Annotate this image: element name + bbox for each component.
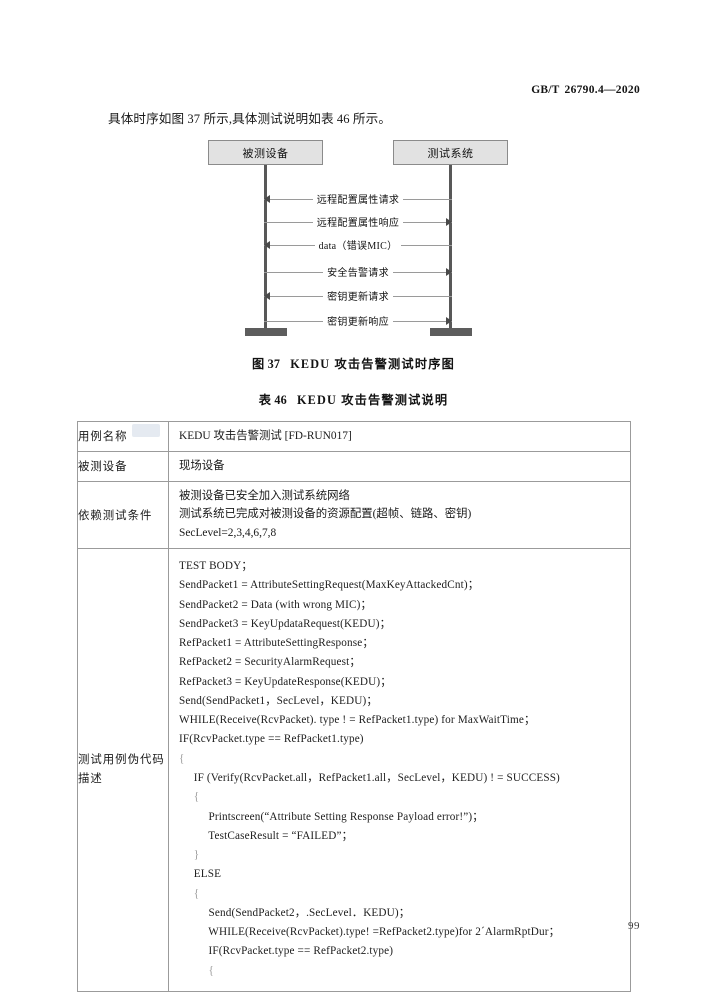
message-label-4: 安全告警请求 <box>323 268 393 279</box>
message-row-3: data（错误MIC） <box>264 237 452 252</box>
message-row-1: 远程配置属性请求 <box>264 191 452 206</box>
standard-header: GB/T 26790.4—2020 <box>531 84 640 96</box>
standard-number: 26790.4—2020 <box>564 84 640 96</box>
message-row-2: 远程配置属性响应 <box>264 214 452 229</box>
code-line: RefPacket2 = SecurityAlarmRequest； <box>179 656 361 669</box>
message-label-wrap: 远程配置属性响应 <box>264 214 452 229</box>
value-line: 被测设备已安全加入测试系统网络 <box>179 489 350 502</box>
test-case-table: 用例名称 KEDU 攻击告警测试 [FD-RUN017] 被测设备 现场设备 依… <box>77 421 631 992</box>
participant-box-tester: 测试系统 <box>393 140 508 165</box>
cell-content: 被测设备已安全加入测试系统网络 测试系统已完成对被测设备的资源配置(超帧、链路、… <box>169 482 630 548</box>
label-line: 测试用例伪代码 <box>78 753 165 766</box>
code-line: TestCaseResult = “FAILED”； <box>179 829 353 842</box>
code-line: Send(SendPacket1，SecLevel，KEDU)； <box>179 694 378 707</box>
standard-prefix: GB/T <box>531 84 560 96</box>
value-line: SecLevel=2,3,4,6,7,8 <box>179 527 277 540</box>
page-number: 99 <box>628 920 640 932</box>
arrowhead-right-icon <box>446 218 452 226</box>
code-line: IF(RcvPacket.type == RefPacket1.type) <box>179 733 364 746</box>
arrowhead-left-icon <box>264 241 270 249</box>
table-number: 表 46 <box>258 393 287 407</box>
code-line: SendPacket1 = AttributeSettingRequest(Ma… <box>179 579 480 592</box>
message-label-wrap: 密钥更新请求 <box>264 288 452 303</box>
code-line: RefPacket1 = AttributeSettingResponse； <box>179 637 374 650</box>
row-value-preconditions: 被测设备已安全加入测试系统网络 测试系统已完成对被测设备的资源配置(超帧、链路、… <box>168 480 631 550</box>
row-value-pseudocode: TEST BODY； SendPacket1 = AttributeSettin… <box>168 548 631 992</box>
row-label-preconditions: 依赖测试条件 <box>77 480 169 550</box>
code-line: IF(RcvPacket.type == RefPacket2.type) <box>179 945 394 958</box>
code-line: WHILE(Receive(RcvPacket).type! =RefPacke… <box>179 926 560 939</box>
sequence-diagram: 被测设备 测试系统 远程配置属性请求 远程配置属性响应 data（错误MIC） … <box>0 140 707 340</box>
row-value-dut: 现场设备 <box>168 450 631 482</box>
code-line: RefPacket3 = KeyUpdateResponse(KEDU)； <box>179 675 392 688</box>
message-label-wrap: 密钥更新响应 <box>264 313 452 328</box>
row-label-dut: 被测设备 <box>77 450 169 482</box>
row-label-case-name: 用例名称 <box>77 421 169 452</box>
value-line: KEDU 攻击告警测试 [FD-RUN017] <box>179 430 352 442</box>
code-line: Send(SendPacket2，.SecLevel．KEDU)； <box>179 906 411 919</box>
message-label-wrap: data（错误MIC） <box>264 237 452 252</box>
cell-content: KEDU 攻击告警测试 [FD-RUN017] <box>169 422 630 451</box>
message-label-3: data（错误MIC） <box>314 241 402 252</box>
label-line: 描述 <box>78 772 103 785</box>
code-line: { <box>179 887 200 900</box>
row-label-pseudocode: 测试用例伪代码 描述 <box>77 548 169 992</box>
message-row-6: 密钥更新响应 <box>264 313 452 328</box>
lifeline-terminator-dut <box>245 328 287 336</box>
value-line: 现场设备 <box>179 459 225 472</box>
message-label-5: 密钥更新请求 <box>323 292 393 303</box>
value-line: 测试系统已完成对被测设备的资源配置(超帧、链路、密钥) <box>179 508 472 521</box>
code-line: Printscreen(“Attribute Setting Response … <box>179 810 484 823</box>
message-label-6: 密钥更新响应 <box>323 317 393 328</box>
table-row: 被测设备 现场设备 <box>77 450 631 482</box>
message-label-1: 远程配置属性请求 <box>312 195 404 206</box>
lifeline-terminator-tester <box>430 328 472 336</box>
participant-label-tester: 测试系统 <box>427 147 474 160</box>
code-line: { <box>179 964 214 977</box>
row-value-case-name: KEDU 攻击告警测试 [FD-RUN017] <box>168 421 631 452</box>
message-row-5: 密钥更新请求 <box>264 288 452 303</box>
table-caption: 表 46 KEDU 攻击告警测试说明 <box>0 390 707 408</box>
table-row-pseudocode: 测试用例伪代码 描述 TEST BODY； SendPacket1 = Attr… <box>77 548 631 992</box>
code-line: TEST BODY； <box>179 560 253 573</box>
table-row: 依赖测试条件 被测设备已安全加入测试系统网络 测试系统已完成对被测设备的资源配置… <box>77 480 631 550</box>
figure-title: KEDU 攻击告警测试时序图 <box>290 357 455 371</box>
participant-box-dut: 被测设备 <box>208 140 323 165</box>
code-line: { <box>179 752 185 765</box>
lifeline-tester <box>449 165 452 331</box>
message-label-wrap: 远程配置属性请求 <box>264 191 452 206</box>
pseudocode-block: TEST BODY； SendPacket1 = AttributeSettin… <box>169 549 630 991</box>
figure-number: 图 37 <box>252 357 281 371</box>
cell-content: 现场设备 <box>169 452 630 481</box>
table-title: KEDU 攻击告警测试说明 <box>296 393 449 407</box>
intro-paragraph: 具体时序如图 37 所示,具体测试说明如表 46 所示。 <box>108 112 392 126</box>
code-line: { <box>179 791 200 804</box>
code-line: ELSE <box>179 868 222 881</box>
arrowhead-right-icon <box>446 268 452 276</box>
message-label-wrap: 安全告警请求 <box>264 264 452 279</box>
participant-label-dut: 被测设备 <box>242 147 289 160</box>
code-line: WHILE(Receive(RcvPacket). type ! = RefPa… <box>179 714 536 727</box>
message-label-2: 远程配置属性响应 <box>312 218 404 229</box>
arrowhead-left-icon <box>264 292 270 300</box>
arrowhead-left-icon <box>264 195 270 203</box>
code-line: SendPacket2 = Data (with wrong MIC)； <box>179 598 372 611</box>
code-line: SendPacket3 = KeyUpdataRequest(KEDU)； <box>179 617 391 630</box>
figure-caption: 图 37 KEDU 攻击告警测试时序图 <box>0 354 707 372</box>
code-line: } <box>179 849 200 862</box>
arrowhead-right-icon <box>446 317 452 325</box>
table-row: 用例名称 KEDU 攻击告警测试 [FD-RUN017] <box>77 421 631 452</box>
message-row-4: 安全告警请求 <box>264 264 452 279</box>
code-line: IF (Verify(RcvPacket.all，RefPacket1.all，… <box>179 771 560 784</box>
